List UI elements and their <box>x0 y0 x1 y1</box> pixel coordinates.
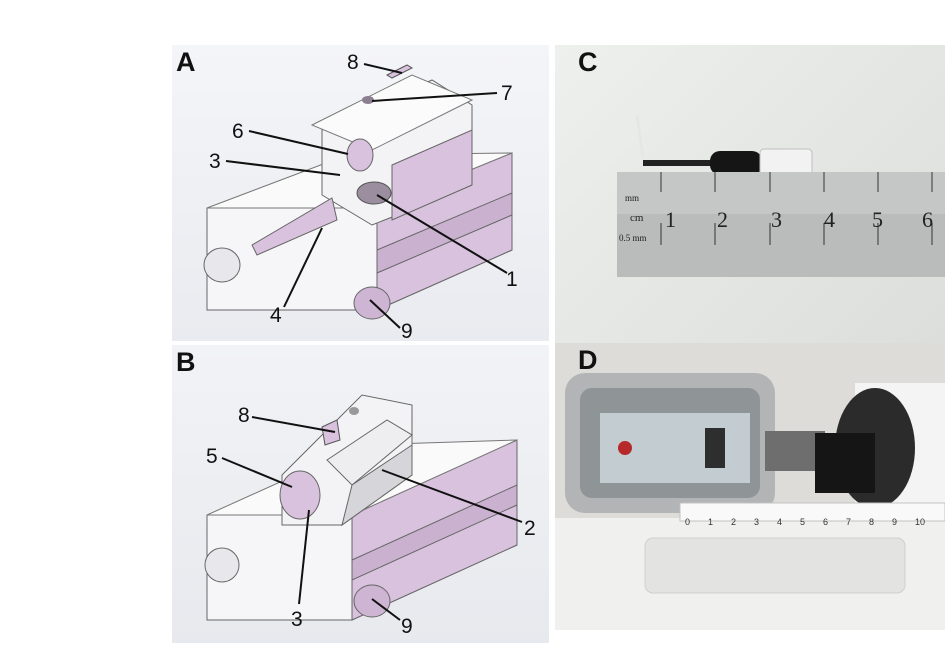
ruler-d-mark-5: 5 <box>800 517 805 527</box>
ruler-unit-mm: mm <box>625 193 639 203</box>
ruler-unit-half-mm: 0.5 mm <box>619 233 647 243</box>
panel-d: 0 1 2 3 4 5 6 7 8 9 10 <box>555 343 945 630</box>
panel-label-a: A <box>176 47 196 77</box>
ruler-mark-6: 6 <box>922 207 933 232</box>
ruler-d-mark-10: 10 <box>915 517 925 527</box>
ruler-d-mark-7: 7 <box>846 517 851 527</box>
ruler-mark-4: 4 <box>824 207 835 232</box>
callout-5: 5 <box>206 445 218 468</box>
callout-4: 4 <box>270 304 282 327</box>
ruler-d-mark-4: 4 <box>777 517 782 527</box>
callout-6: 6 <box>232 120 244 143</box>
ruler-mark-2: 2 <box>717 207 728 232</box>
syringe-photo: mm cm 0.5 mm 1 2 3 4 5 6 <box>617 114 945 277</box>
panel-c: mm cm 0.5 mm 1 2 3 4 5 6 <box>555 45 945 343</box>
callout-3: 3 <box>209 150 221 173</box>
holder-photo: 0 1 2 3 4 5 6 7 8 9 10 <box>555 343 945 630</box>
callout-9: 9 <box>401 320 413 341</box>
ruler-mark-3: 3 <box>771 207 782 232</box>
ruler-d-mark-6: 6 <box>823 517 828 527</box>
callout-3: 3 <box>291 608 303 631</box>
mount-drawing-a: 8 7 6 3 1 4 9 <box>203 51 518 341</box>
mount-drawing-b: 8 5 2 3 9 <box>204 394 536 638</box>
ruler-d-mark-2: 2 <box>731 517 736 527</box>
panel-label-c: C <box>578 47 598 77</box>
panel-b: 8 5 2 3 9 <box>172 345 549 643</box>
ruler-mark-1: 1 <box>665 207 676 232</box>
panel-label-d: D <box>578 345 598 375</box>
callout-7: 7 <box>501 82 513 105</box>
panel-label-b: B <box>176 347 196 377</box>
ruler-d-mark-0: 0 <box>685 517 690 527</box>
panel-a: 8 7 6 3 1 4 9 <box>172 45 549 341</box>
callout-2: 2 <box>524 517 536 540</box>
ruler-unit-cm: cm <box>630 212 644 224</box>
ruler-d-mark-9: 9 <box>892 517 897 527</box>
ruler-d-mark-8: 8 <box>869 517 874 527</box>
callout-1: 1 <box>506 268 518 291</box>
callout-8: 8 <box>347 51 359 74</box>
ruler-d-mark-1: 1 <box>708 517 713 527</box>
ruler-mark-5: 5 <box>872 207 883 232</box>
callout-9: 9 <box>401 615 413 638</box>
ruler-d-mark-3: 3 <box>754 517 759 527</box>
callout-8: 8 <box>238 404 250 427</box>
